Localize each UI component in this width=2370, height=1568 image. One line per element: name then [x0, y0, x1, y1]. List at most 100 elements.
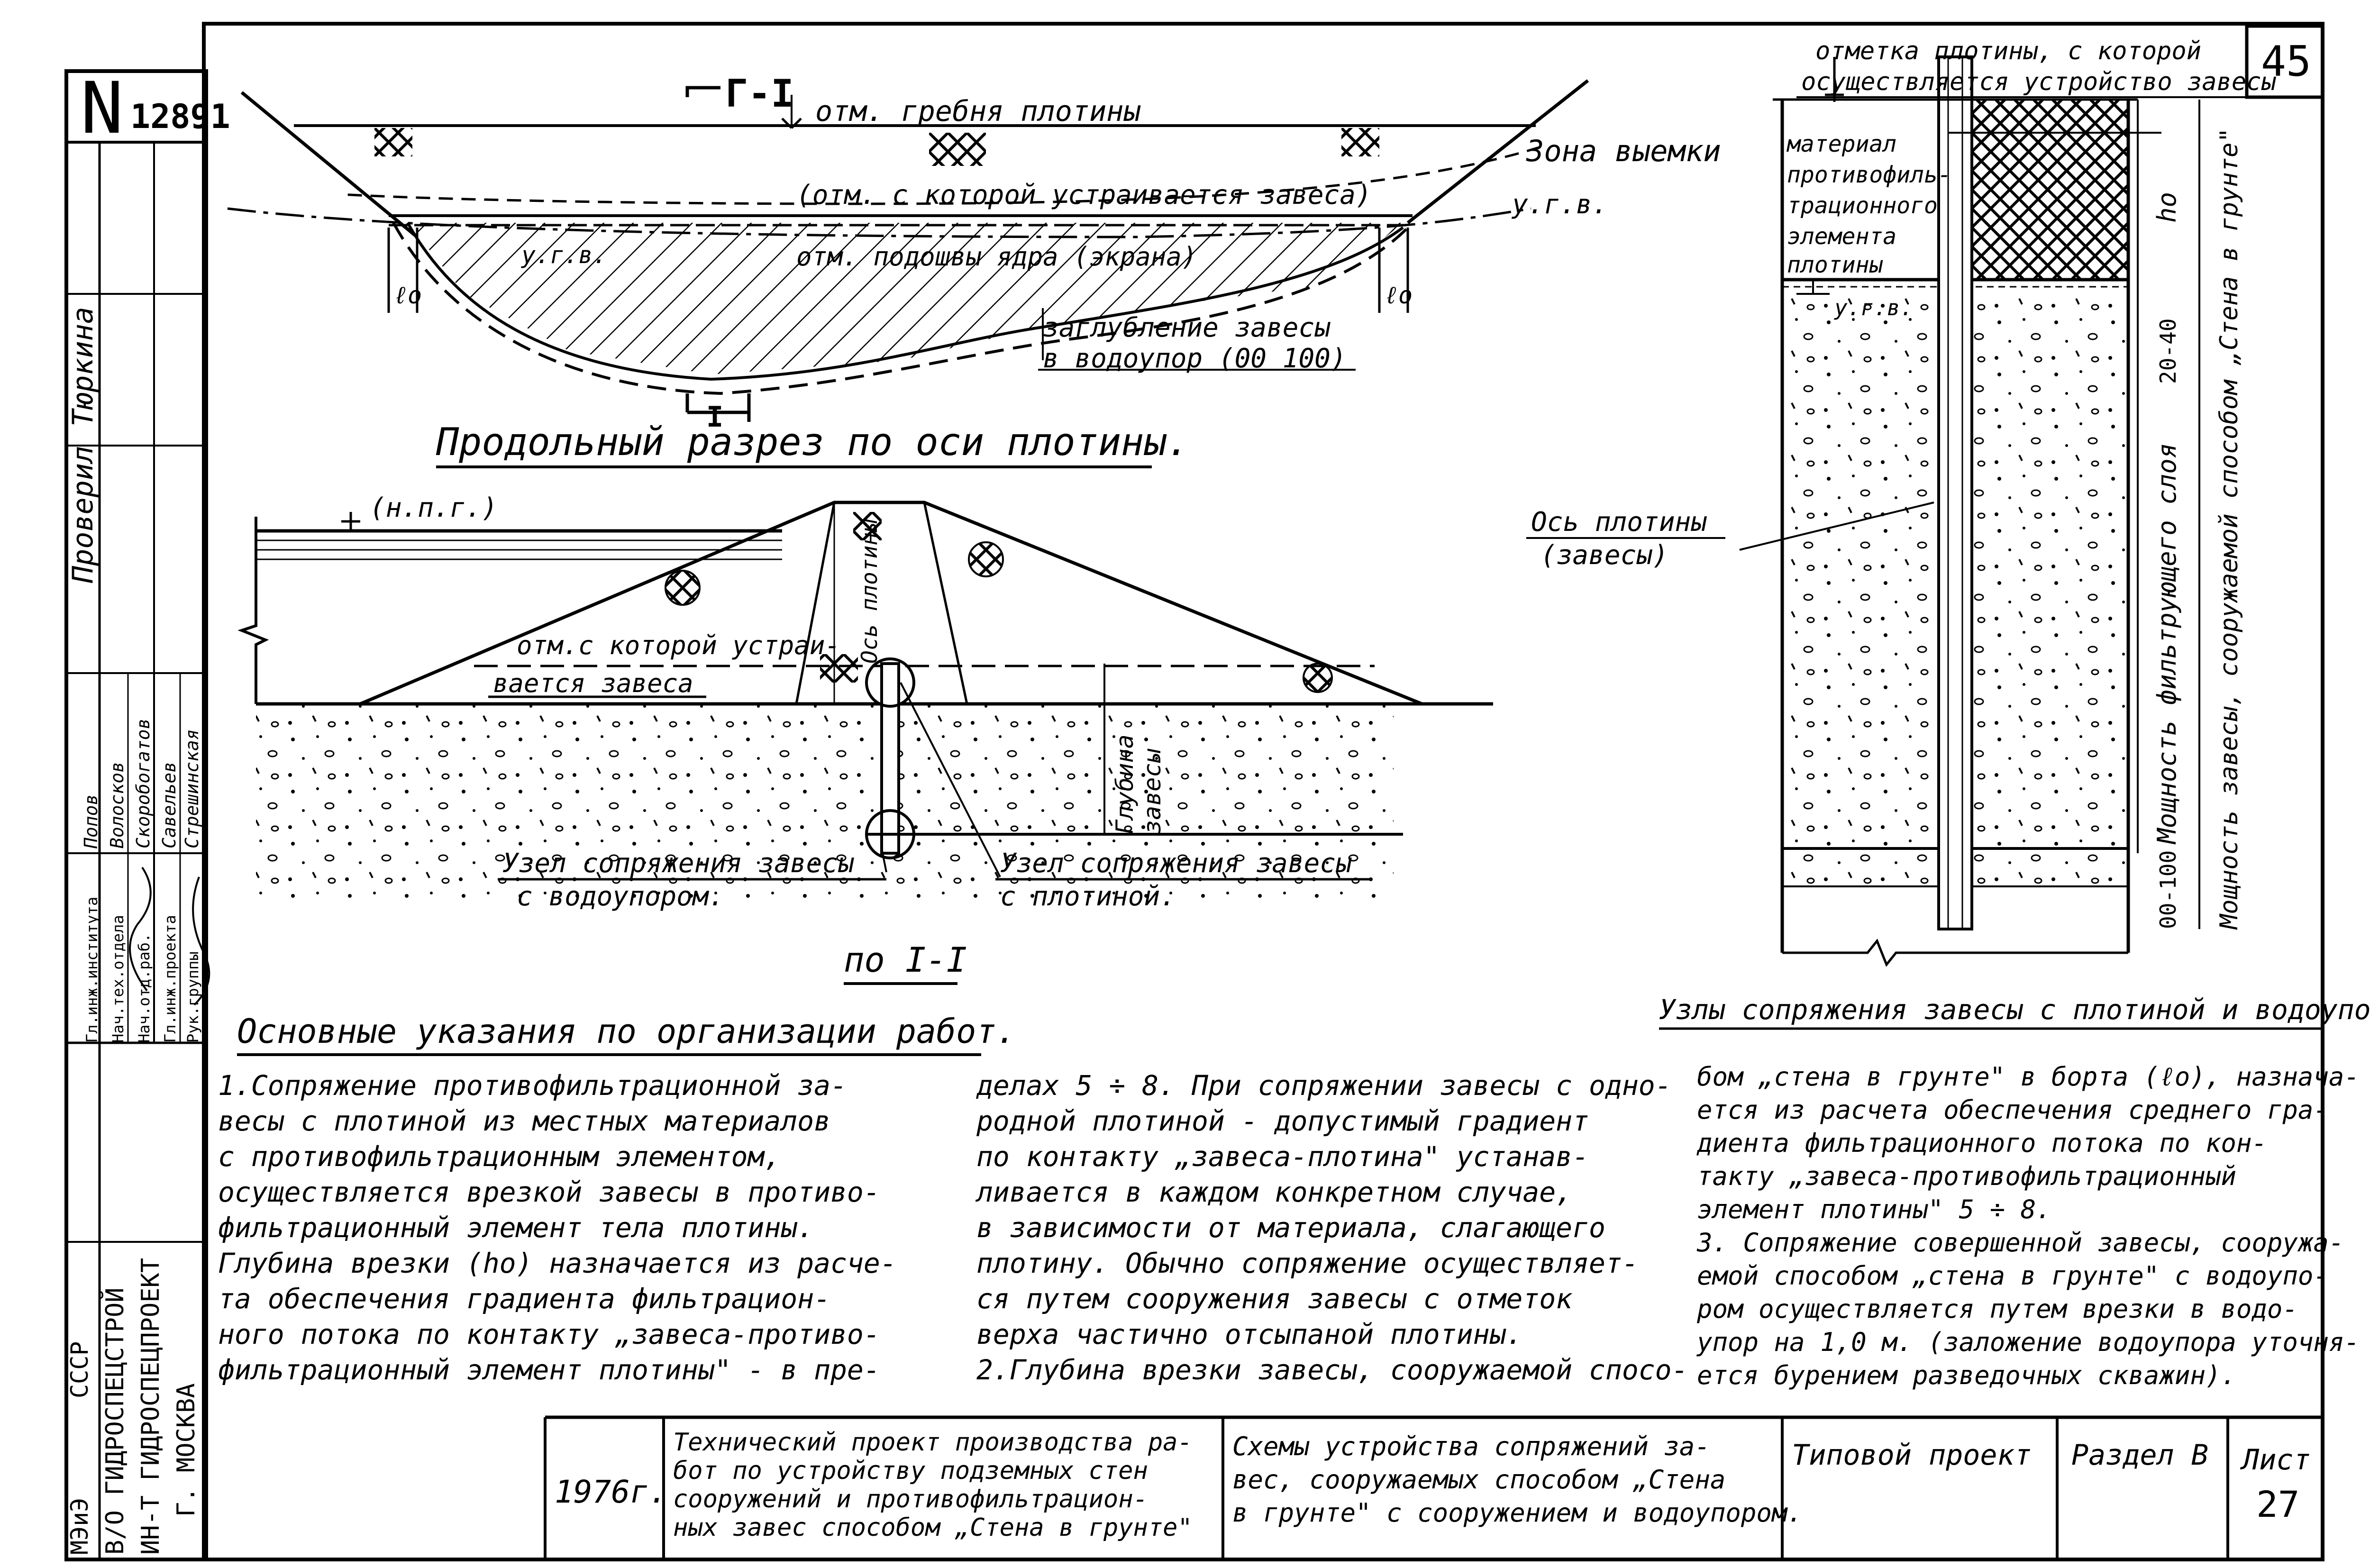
tb-sheet-label: Лист — [2240, 1443, 2311, 1477]
crest-label: отм. гребня плотины — [815, 95, 1141, 128]
curtain-wall-detail — [1937, 55, 1973, 930]
notes-col2-line: ливается в каждом конкретном случае, — [975, 1176, 1572, 1208]
notes-col2-line: 2.Глубина врезки завесы, сооружаемой спо… — [976, 1354, 1688, 1386]
tb-drawing-2: вес, сооружаемых способом „Стена — [1232, 1465, 1725, 1495]
notes-col2-line: плотину. Обычно сопряжение осуществляет- — [976, 1247, 1639, 1279]
node-dam-circle — [865, 657, 915, 708]
notes-col-1: 1.Сопряжение противофильтрационной за- в… — [218, 1069, 897, 1386]
notes-col3-line: 3. Сопряжение совершенной завесы, сооруж… — [1696, 1228, 2344, 1258]
longitudinal-section — [227, 79, 1589, 422]
node-detail-labels: отметка плотины, с которой осуществляетс… — [1526, 37, 2370, 1030]
node-dam-2: с плотиной. — [1000, 881, 1176, 912]
node-detail — [1739, 55, 2200, 967]
notes-col3-line: емой способом „стена в грунте" с водоупо… — [1697, 1261, 2329, 1291]
stamp-role-5: Гл.инж.института — [83, 897, 101, 1043]
notes-col2-line: по контакту „завеса-плотина" устанав- — [976, 1140, 1589, 1173]
notes-col-2: делах 5 ÷ 8. При сопряжении завесы с одн… — [975, 1069, 1688, 1386]
tb-project-4: ных завес способом „Стена в грунте" — [673, 1513, 1193, 1542]
notes-col1-line: весы с плотиной из местных материалов — [218, 1105, 830, 1137]
stamp-name-3: Скоробогатов — [133, 718, 154, 848]
notes-col1-line: с противофильтрационным элементом, — [218, 1140, 781, 1173]
notes-col2-line: верха частично отсыпаной плотины. — [976, 1318, 1522, 1350]
corner-box: 45 — [2245, 24, 2324, 99]
stamp-role-4: Нач.тех.отдела — [109, 915, 127, 1043]
material-1: материал — [1786, 131, 1896, 157]
curtain-mark-1: отм.с которой устраи- — [517, 630, 840, 660]
notes-col3-line: бом „стена в грунте" в борта (ℓo), назна… — [1697, 1062, 2360, 1092]
sheet-frame — [64, 22, 2324, 1561]
archive-prefix: N — [81, 67, 123, 150]
org-line-1: МЭиЭ — [66, 1498, 93, 1555]
side-stamp: N 12891 Тюркина Проверил Рук.группы Гл.и… — [66, 67, 230, 1559]
notes: Основные указания по организации работ. … — [218, 1012, 2360, 1390]
notes-col1-line: ного потока по контакту „завеса-противо- — [218, 1318, 880, 1350]
notes-col1-line: та обеспечения градиента фильтрацион- — [218, 1283, 830, 1315]
org-line-4: ИН-Т ГИДРОСПЕЦПРОЕКТ — [137, 1258, 165, 1555]
org-line-3: В/О ГИДРОСПЕЦСТРОЙ — [100, 1287, 129, 1555]
checked-name: Тюркина — [66, 307, 100, 427]
notes-col3-line: упор на 1,0 м. (заложение водоупора уточ… — [1696, 1327, 2360, 1357]
curtain-start-label: (отм. с которой устраивается завеса) — [796, 180, 1372, 210]
longitudinal-title: Продольный разрез по оси плотины. — [436, 420, 1189, 464]
notes-col3-line: ром осуществляется путем врезки в водо- — [1696, 1294, 2298, 1324]
notes-col1-line: фильтрационный элемент тела плотины. — [218, 1212, 814, 1244]
tb-project-1: Технический проект производства ра- — [673, 1428, 1193, 1457]
excavation-line — [341, 146, 1541, 205]
stamp-name-4: Волосков — [107, 762, 128, 848]
stamp-name-1: Стрешинская — [182, 729, 202, 848]
core-base-label: отм. подошвы ядра (экрана) — [796, 242, 1197, 272]
top-mark-1: отметка плотины, с которой — [1815, 37, 2201, 65]
notes-col3-line: диента фильтрационного потока по кон- — [1696, 1128, 2267, 1158]
curtain-wall — [880, 662, 900, 855]
cross-section — [237, 501, 1493, 903]
notes-col3-line: ется бурением разведочных скважин). — [1697, 1360, 2236, 1390]
stamp-name-2: Савельев — [159, 762, 180, 848]
longitudinal-labels: Г-I отм. гребня плотины Зона выемки (отм… — [393, 72, 1721, 468]
curtain-mark-2: вается завеса — [493, 668, 693, 698]
material-3: трационного — [1787, 192, 1938, 219]
node-detail-title: Узлы сопряжения завесы с плотиной и водо… — [1659, 994, 2370, 1026]
node-aquitard-2: с водоупором. — [517, 881, 724, 912]
tb-drawing-1: Схемы устройства сопряжений за- — [1232, 1431, 1710, 1461]
depth-label-2: завесы — [1139, 748, 1166, 834]
notes-col1-line: осуществляется врезкой завесы в противо- — [218, 1176, 880, 1208]
notes-col3-line: элемент плотины" 5 ÷ 8. — [1697, 1194, 2051, 1224]
curtain-hatched-area — [408, 223, 1403, 374]
material-2: противофиль- — [1787, 162, 1951, 188]
corner-number: 45 — [2261, 37, 2311, 86]
tb-drawing-3: в грунте" с сооружением и водоупором. — [1232, 1498, 1803, 1528]
aquitard-depth-1: заглубление завесы — [1043, 312, 1331, 343]
filter-layer-label: Мощность фильтрующего слоя — [2152, 443, 2182, 845]
notes-col1-line: 1.Сопряжение противофильтрационной за- — [218, 1069, 847, 1102]
section-mark-bottom: I — [706, 401, 723, 434]
dam-axis-label: Ось плотины — [857, 519, 882, 664]
tb-project-3: сооружений и противофильтрацион- — [673, 1485, 1148, 1513]
notes-col3-line: такту „завеса-противофильтрационный — [1697, 1161, 2236, 1191]
notes-col2-line: ся путем сооружения завесы с отметок — [976, 1283, 1573, 1315]
water-level-detail: у.г.в. — [1834, 295, 1913, 320]
aquitard-line — [392, 221, 1414, 395]
notes-col2-line: в зависимости от материала, слагающего — [976, 1212, 1605, 1244]
material-4: элемента — [1787, 223, 1896, 250]
signature-mark — [129, 866, 152, 992]
dim-00100: 00-100 — [2155, 850, 2181, 929]
tb-year: 1976г. — [555, 1474, 667, 1510]
stamp-name-5: Попов — [81, 794, 101, 849]
top-mark-2: осуществляется устройство завесы — [1801, 68, 2277, 96]
signature-mark-2 — [192, 876, 210, 1006]
notes-col1-line: фильтрационный элемент плотины" - в пре- — [218, 1354, 880, 1386]
tb-project-2: бот по устройству подземных стен — [673, 1457, 1148, 1485]
curtain-bottom — [406, 222, 1404, 381]
excavation-zone-label: Зона выемки — [1526, 134, 1721, 168]
notes-col2-line: родной плотиной - допустимый градиент — [976, 1105, 1589, 1137]
dim-2040: 20-40 — [2155, 319, 2181, 384]
material-5: плотины — [1787, 252, 1883, 278]
aquitard-depth-2: в водоупор (00 100) — [1043, 343, 1347, 374]
notes-col2-line: делах 5 ÷ 8. При сопряжении завесы с одн… — [976, 1069, 1672, 1102]
tb-typical-project: Типовой проект — [1792, 1439, 2032, 1472]
org-line-5: Г. МОСКВА — [172, 1383, 201, 1517]
dam-axis-detail-1: Ось плотины — [1531, 507, 1707, 538]
stamp-role-2: Гл.инж.проекта — [161, 915, 179, 1043]
water-level-left: у.г.в. — [521, 241, 607, 269]
dam-core — [794, 501, 969, 705]
